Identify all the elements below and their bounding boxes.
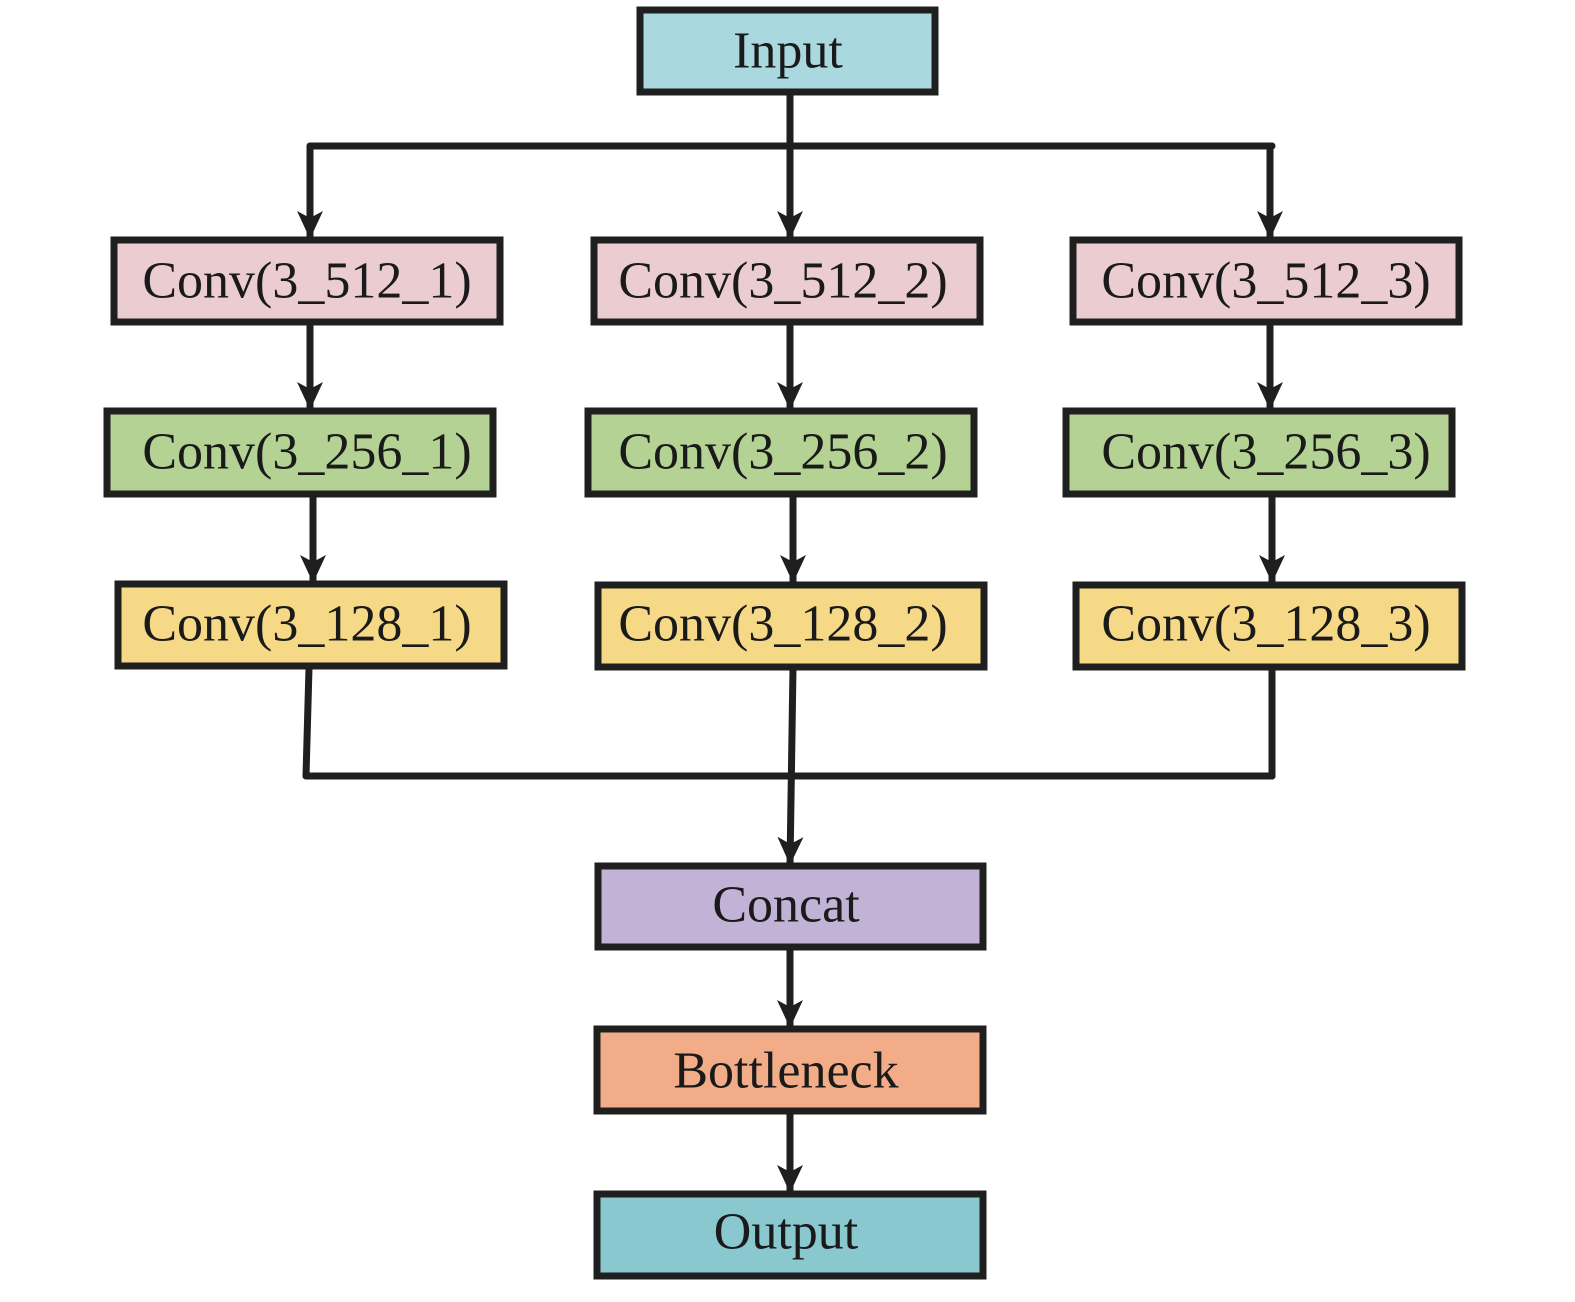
node-conv512-3: Conv(3_512_3) [1069, 236, 1463, 326]
edge-conv128-1-drop [302, 664, 313, 780]
node-conv128-2-box [594, 581, 988, 671]
node-conv512-1-label: Conv(3_512_1) [142, 253, 471, 310]
node-conv256-1: Conv(3_256_1) [103, 407, 497, 498]
node-concat-box [594, 862, 987, 951]
node-concat: Concat [594, 862, 987, 951]
node-conv256-2-label: Conv(3_256_2) [618, 424, 947, 481]
node-conv128-1-box [114, 580, 508, 670]
node-conv128-1: Conv(3_128_1) [114, 580, 508, 670]
node-conv128-3-label: Conv(3_128_3) [1101, 596, 1430, 653]
node-conv128-2: Conv(3_128_2) [594, 581, 988, 671]
node-input-label: Input [733, 23, 843, 80]
node-conv512-2-label: Conv(3_512_2) [618, 253, 947, 310]
node-conv512-1: Conv(3_512_1) [110, 236, 504, 326]
node-conv512-2-box [590, 236, 984, 326]
node-conv256-2: Conv(3_256_2) [584, 407, 978, 498]
node-conv512-3-box [1069, 236, 1463, 326]
node-conv128-1-label: Conv(3_128_1) [142, 596, 471, 653]
node-output-box [593, 1190, 987, 1280]
node-conv256-3-label: Conv(3_256_3) [1101, 424, 1430, 481]
edges [297, 89, 1285, 1196]
node-output: Output [593, 1190, 987, 1280]
node-bottleneck: Bottleneck [593, 1025, 987, 1115]
node-bottleneck-label: Bottleneck [673, 1043, 898, 1100]
node-conv256-2-box [584, 407, 978, 498]
node-conv256-3-box [1062, 407, 1456, 498]
edge-conv128-2-to-concat [777, 664, 804, 868]
node-conv128-2-label: Conv(3_128_2) [618, 596, 947, 653]
node-input-box [636, 6, 939, 96]
node-concat-label: Concat [712, 877, 860, 934]
node-input: Input [636, 6, 939, 96]
node-conv128-3-box [1072, 581, 1466, 671]
node-conv256-1-label: Conv(3_256_1) [142, 424, 471, 481]
node-conv128-3: Conv(3_128_3) [1072, 581, 1466, 671]
node-conv512-3-label: Conv(3_512_3) [1101, 253, 1430, 310]
node-output-label: Output [714, 1204, 859, 1261]
node-conv512-1-box [110, 236, 504, 326]
node-conv256-1-box [103, 407, 497, 498]
node-conv256-3: Conv(3_256_3) [1062, 407, 1456, 498]
node-conv512-2: Conv(3_512_2) [590, 236, 984, 326]
node-bottleneck-box [593, 1025, 987, 1115]
